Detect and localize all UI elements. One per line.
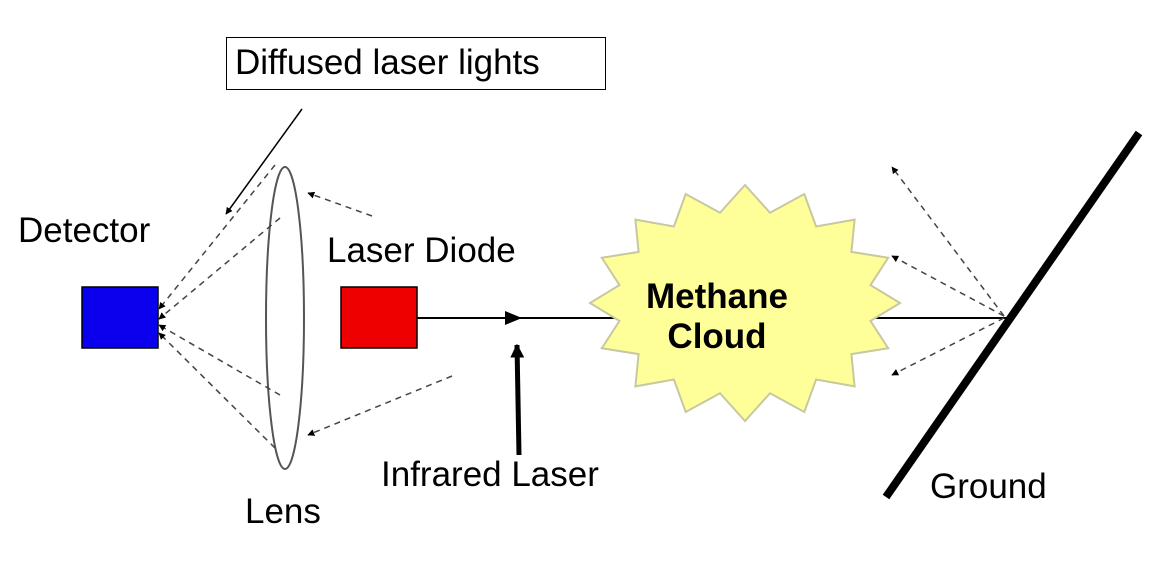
focus-ray-4 (158, 332, 276, 449)
methane-cloud-shape (588, 183, 902, 423)
methane-cloud-line-1: Methane (646, 277, 788, 316)
detector-box (81, 286, 159, 349)
laser-diode-label: Laser Diode (327, 231, 516, 270)
infrared-pointer-arrow (510, 343, 525, 456)
methane-cloud-line-2: Cloud (667, 317, 767, 356)
callout-box: Diffused laser lights (226, 37, 606, 90)
infrared-laser-label: Infrared Laser (381, 455, 599, 494)
focus-ray-3 (158, 324, 281, 396)
reflection-ray-1 (891, 166, 1005, 317)
reflection-ray-2 (891, 255, 1005, 317)
laser-diode-box (340, 286, 418, 349)
callout-leader-line (225, 108, 303, 215)
lens-label: Lens (245, 492, 321, 531)
methane-cloud-label: Methane Cloud (617, 277, 817, 357)
detector-label: Detector (18, 211, 151, 250)
focus-ray-1 (158, 164, 276, 310)
return-ray-upper (307, 191, 373, 217)
reflection-ray-3 (891, 317, 1005, 376)
lens-shape (265, 166, 305, 470)
return-ray-lower (307, 375, 453, 436)
callout-label: Diffused laser lights (235, 43, 540, 82)
ground-label: Ground (930, 467, 1047, 506)
ground-line (882, 130, 1143, 500)
laser-beam-arrowhead (505, 311, 522, 325)
focus-ray-2 (158, 217, 281, 320)
